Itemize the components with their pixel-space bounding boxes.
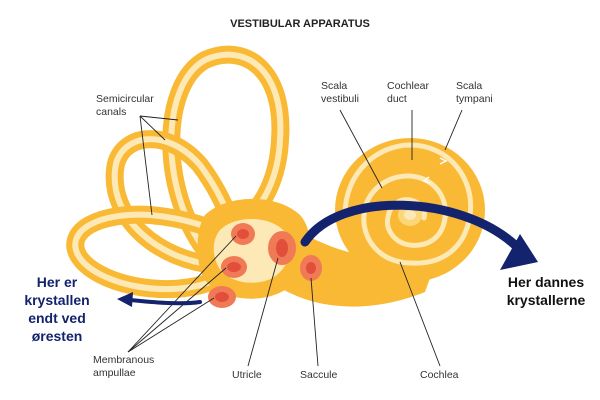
annotation-right: Her dannes krystallerne [507,274,586,308]
label-semicircular-canals: Semicircular canals [96,93,154,118]
label-line: canals [96,106,126,118]
annotation-line: krystallen [24,292,89,308]
flow-arrow-icon [439,157,448,165]
annotation-line: øresten [32,328,83,344]
arrow-right-icon [300,200,538,270]
label-membranous-ampullae: Membranous ampullae [93,354,154,379]
label-line: ampullae [93,367,136,379]
ampulla-lower [208,286,236,308]
label-saccule: Saccule [300,369,338,381]
label-scala-tympani: Scala tympani [456,80,493,105]
label-scala-vestibuli: Scala vestibuli [321,80,359,105]
diagram-title: VESTIBULAR APPARATUS [230,18,370,30]
label-utricle: Utricle [232,369,262,381]
label-line: tympani [456,93,493,105]
label-line: Scala [456,80,482,92]
annotation-left: Her er krystallen endt ved øresten [24,274,89,344]
leader-lines [127,109,463,367]
label-cochlear-duct: Cochlear duct [387,80,430,105]
annotation-line: krystallerne [507,292,586,308]
flow-arrow-icon [422,176,431,184]
label-line: Membranous [93,354,154,366]
annotation-line: Her er [37,274,78,290]
semicircular-canals-shape [66,45,290,299]
label-cochlea: Cochlea [420,369,459,381]
ampulla-upper [231,223,255,245]
annotation-line: endt ved [28,310,86,326]
label-line: vestibuli [321,93,359,105]
label-line: Scala [321,80,347,92]
ampulla-middle [221,256,247,278]
arrow-left-icon [117,292,202,307]
label-line: Cochlear [387,80,430,92]
saccule-spot [300,255,322,281]
cochlea-spiral [342,142,474,266]
annotation-line: Her dannes [508,274,584,290]
utricle-spot [268,231,296,265]
label-line: Semicircular [96,93,154,105]
label-line: duct [387,93,407,105]
